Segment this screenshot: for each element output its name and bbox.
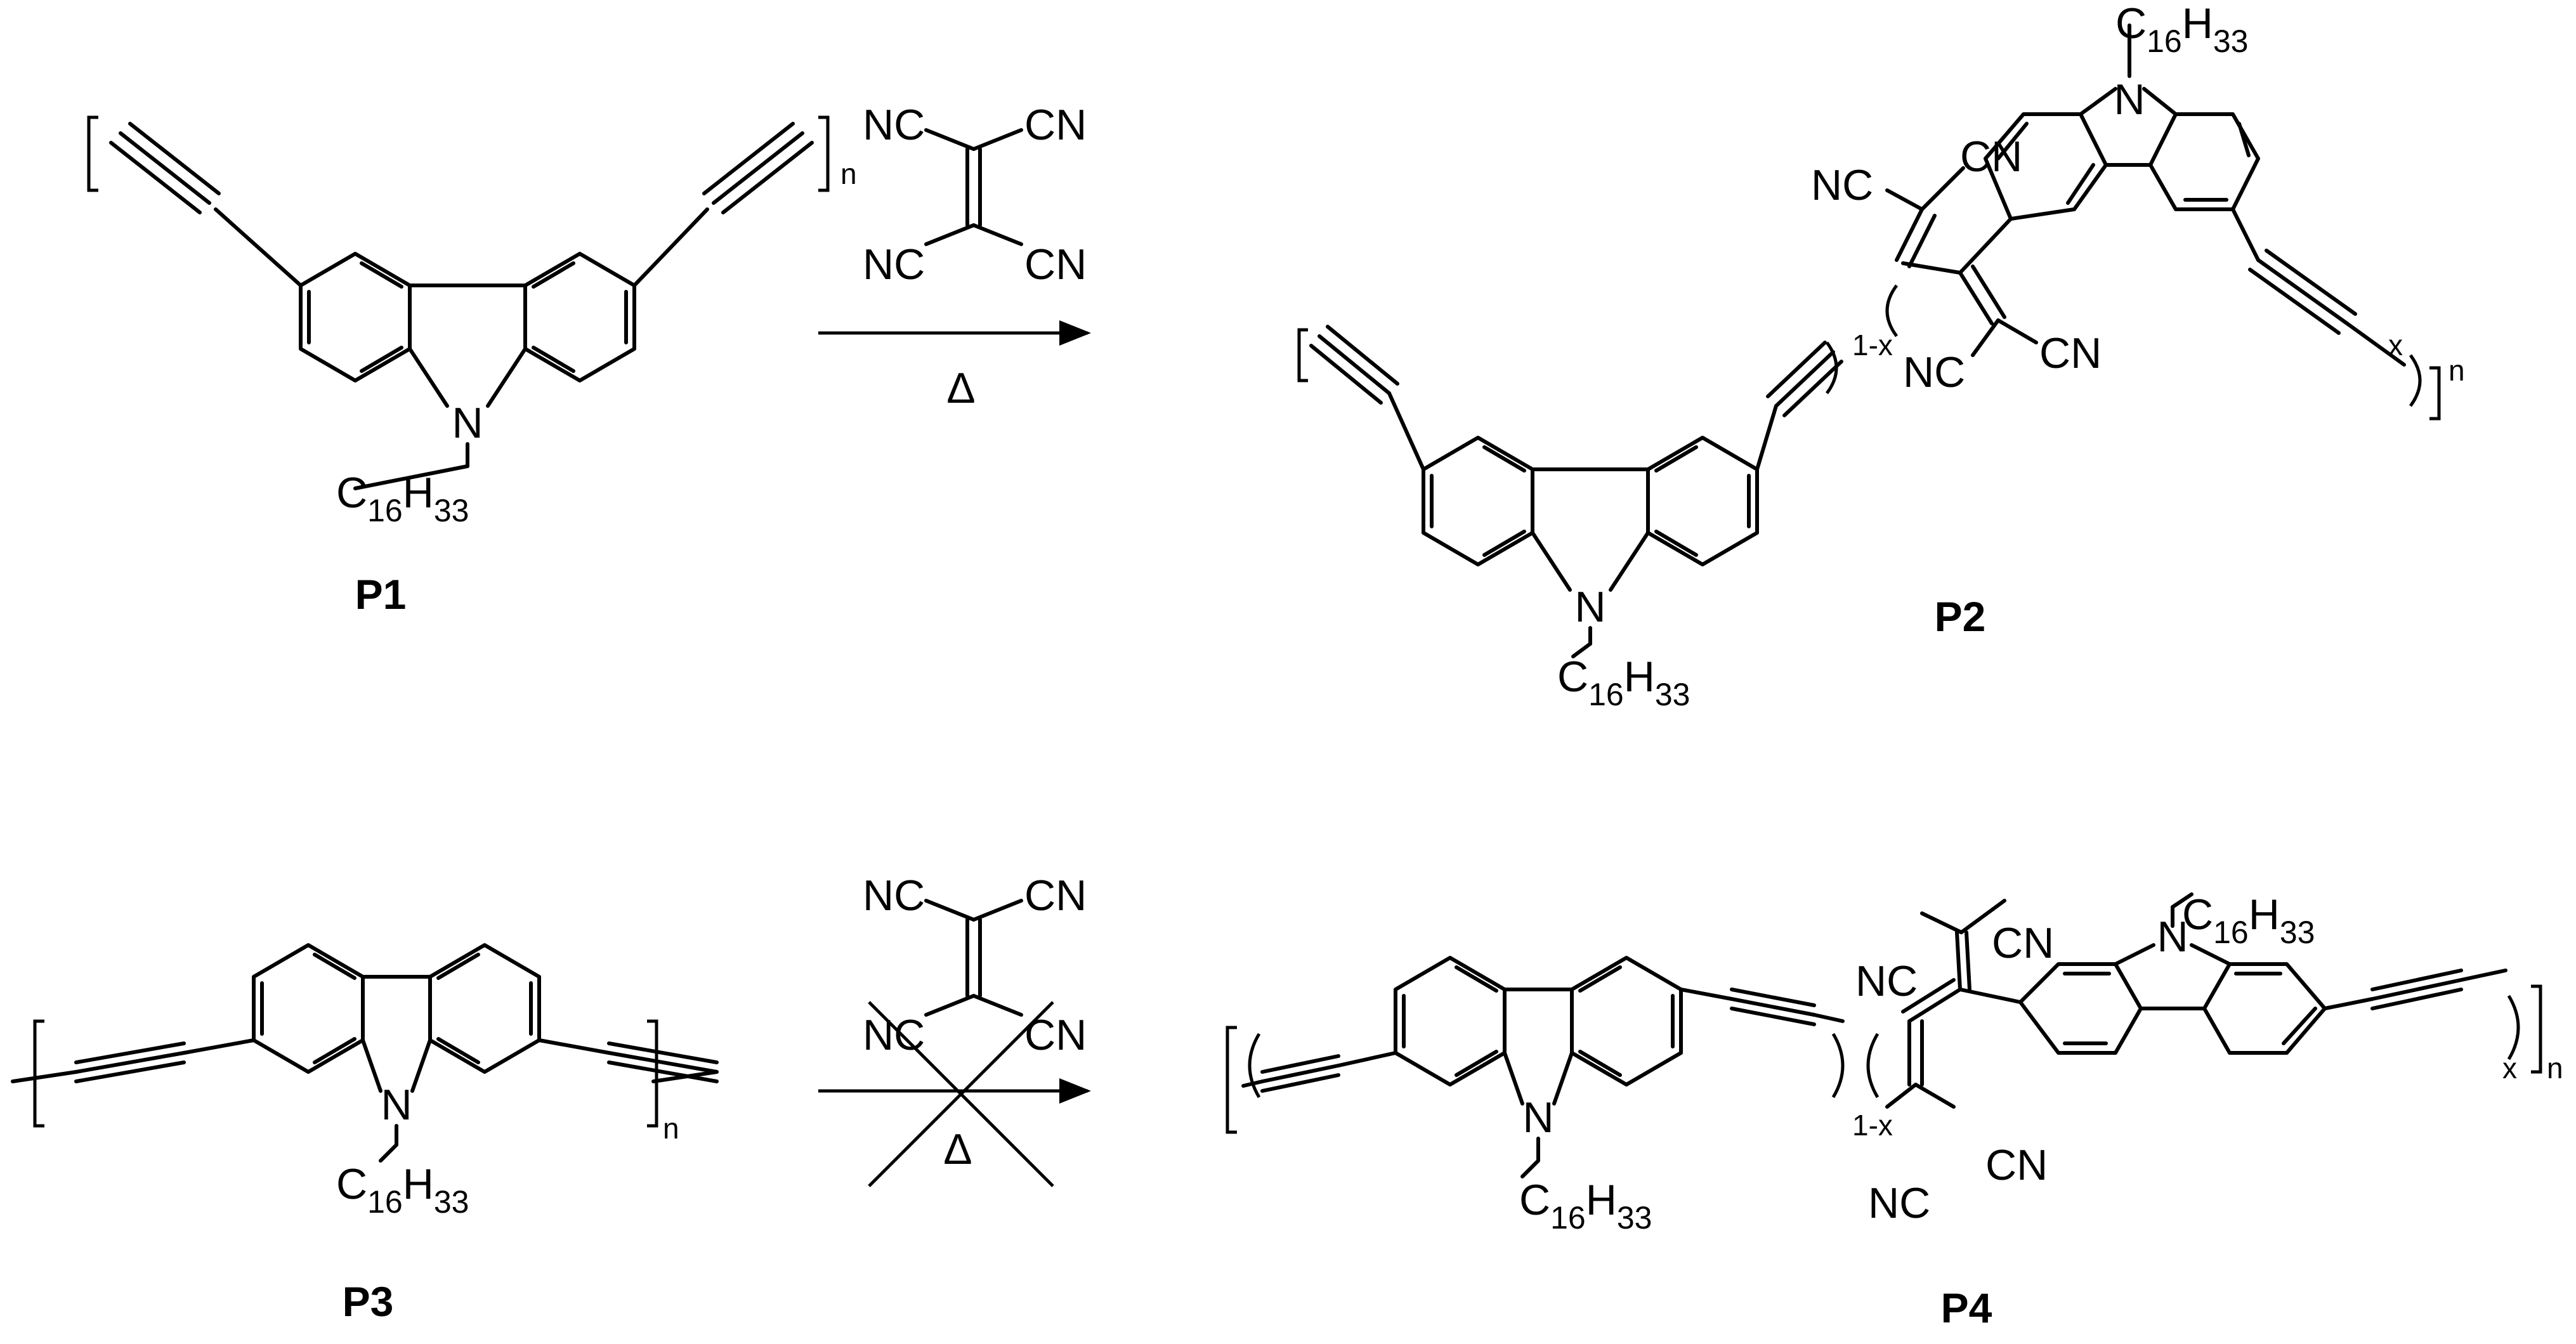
p2-nitrogen-right: N xyxy=(2114,75,2145,124)
tcne1-nc-top: NC xyxy=(863,101,925,149)
tcne1-nc-bottom: NC xyxy=(863,240,925,289)
p1-alkyl-label: C16H33 xyxy=(336,469,469,528)
heat-symbol-1: Δ xyxy=(946,364,975,412)
p4-nc-1: NC xyxy=(1855,957,1918,1005)
p4-right-carbazole xyxy=(2018,892,2507,1055)
p2-left-alkynes xyxy=(1309,325,1843,471)
p1-carbazole-core xyxy=(299,252,636,490)
p2-index-x: x xyxy=(2388,329,2403,362)
p4-brackets xyxy=(1226,984,2542,1134)
p4-nitrogen-right: N xyxy=(2157,913,2188,961)
reaction-2: NC CN NC CN Δ xyxy=(818,871,1091,1187)
heat-symbol-2: Δ xyxy=(943,1125,972,1173)
p4-index-n: n xyxy=(2547,1052,2563,1085)
p2-right-carbazole xyxy=(1984,23,2406,367)
p2-index-1-x: 1-x xyxy=(1852,329,1893,362)
p4-alkyl-label-left: C16H33 xyxy=(1519,1176,1652,1236)
p2-tcne-adduct xyxy=(1885,166,2038,357)
p2-left-carbazole xyxy=(1422,436,1759,658)
p4-nc-2: NC xyxy=(1868,1179,1930,1227)
p4-alkyl-label-right: C16H33 xyxy=(2182,891,2315,950)
p1-alkyne-arms xyxy=(109,122,814,287)
p3-alkyl-label: C16H33 xyxy=(336,1160,469,1220)
compound-p1: N C16H33 n P1 xyxy=(87,115,857,618)
p4-nitrogen-left: N xyxy=(1522,1093,1553,1142)
reaction-1: NC CN NC CN Δ xyxy=(818,101,1091,412)
p4-cn-2: CN xyxy=(1985,1141,2048,1189)
compound-p3: N C16H33 n P3 xyxy=(11,943,719,1325)
tcne2-cn-top: CN xyxy=(1024,871,1087,920)
p3-alkyne-arms xyxy=(11,1038,719,1083)
p4-tcne-adduct xyxy=(1885,899,2022,1109)
tcne2-cn-bottom: CN xyxy=(1024,1011,1087,1059)
p4-left-carbazole xyxy=(1394,956,1683,1178)
p2-label: P2 xyxy=(1935,593,1986,640)
tcne1-cn-bottom: CN xyxy=(1024,240,1087,289)
p4-index-x: x xyxy=(2502,1052,2517,1085)
p1-repeat-brackets xyxy=(87,115,830,192)
p3-repeat-index: n xyxy=(663,1112,679,1145)
no-reaction-cross xyxy=(868,1001,1054,1187)
p4-cn-1: CN xyxy=(1992,919,2054,967)
p2-nc-2: NC xyxy=(1903,348,1965,396)
compound-p2: N C16H33 1-x x n xyxy=(1297,0,2465,712)
p2-nc-1: NC xyxy=(1811,161,1873,209)
p2-brackets xyxy=(1297,284,2441,421)
tcne2-nc-bottom: NC xyxy=(863,1011,925,1059)
p2-index-n: n xyxy=(2449,354,2465,387)
p2-cn-2: CN xyxy=(2039,329,2102,377)
p1-nitrogen: N xyxy=(452,399,483,447)
p4-alkynes xyxy=(1241,988,1845,1093)
p4-label: P4 xyxy=(1941,1284,1992,1331)
p2-nitrogen-left: N xyxy=(1574,583,1605,631)
p3-label: P3 xyxy=(343,1278,394,1325)
p1-label: P1 xyxy=(355,571,407,618)
p2-alkyl-label-left: C16H33 xyxy=(1557,653,1690,712)
tcne2-nc-top: NC xyxy=(863,871,925,920)
reagent-tcne-1: NC CN NC CN xyxy=(863,101,1087,289)
p3-carbazole-core xyxy=(252,943,541,1163)
p1-repeat-index: n xyxy=(840,157,857,190)
p2-alkyl-label-right: C16H33 xyxy=(2115,0,2248,59)
p4-index-1-x: 1-x xyxy=(1852,1109,1893,1142)
p3-nitrogen: N xyxy=(381,1081,412,1129)
p3-repeat-brackets xyxy=(33,1019,658,1128)
tcne1-cn-top: CN xyxy=(1024,101,1087,149)
compound-p4: N C16H33 1-x x n xyxy=(1226,891,2563,1331)
